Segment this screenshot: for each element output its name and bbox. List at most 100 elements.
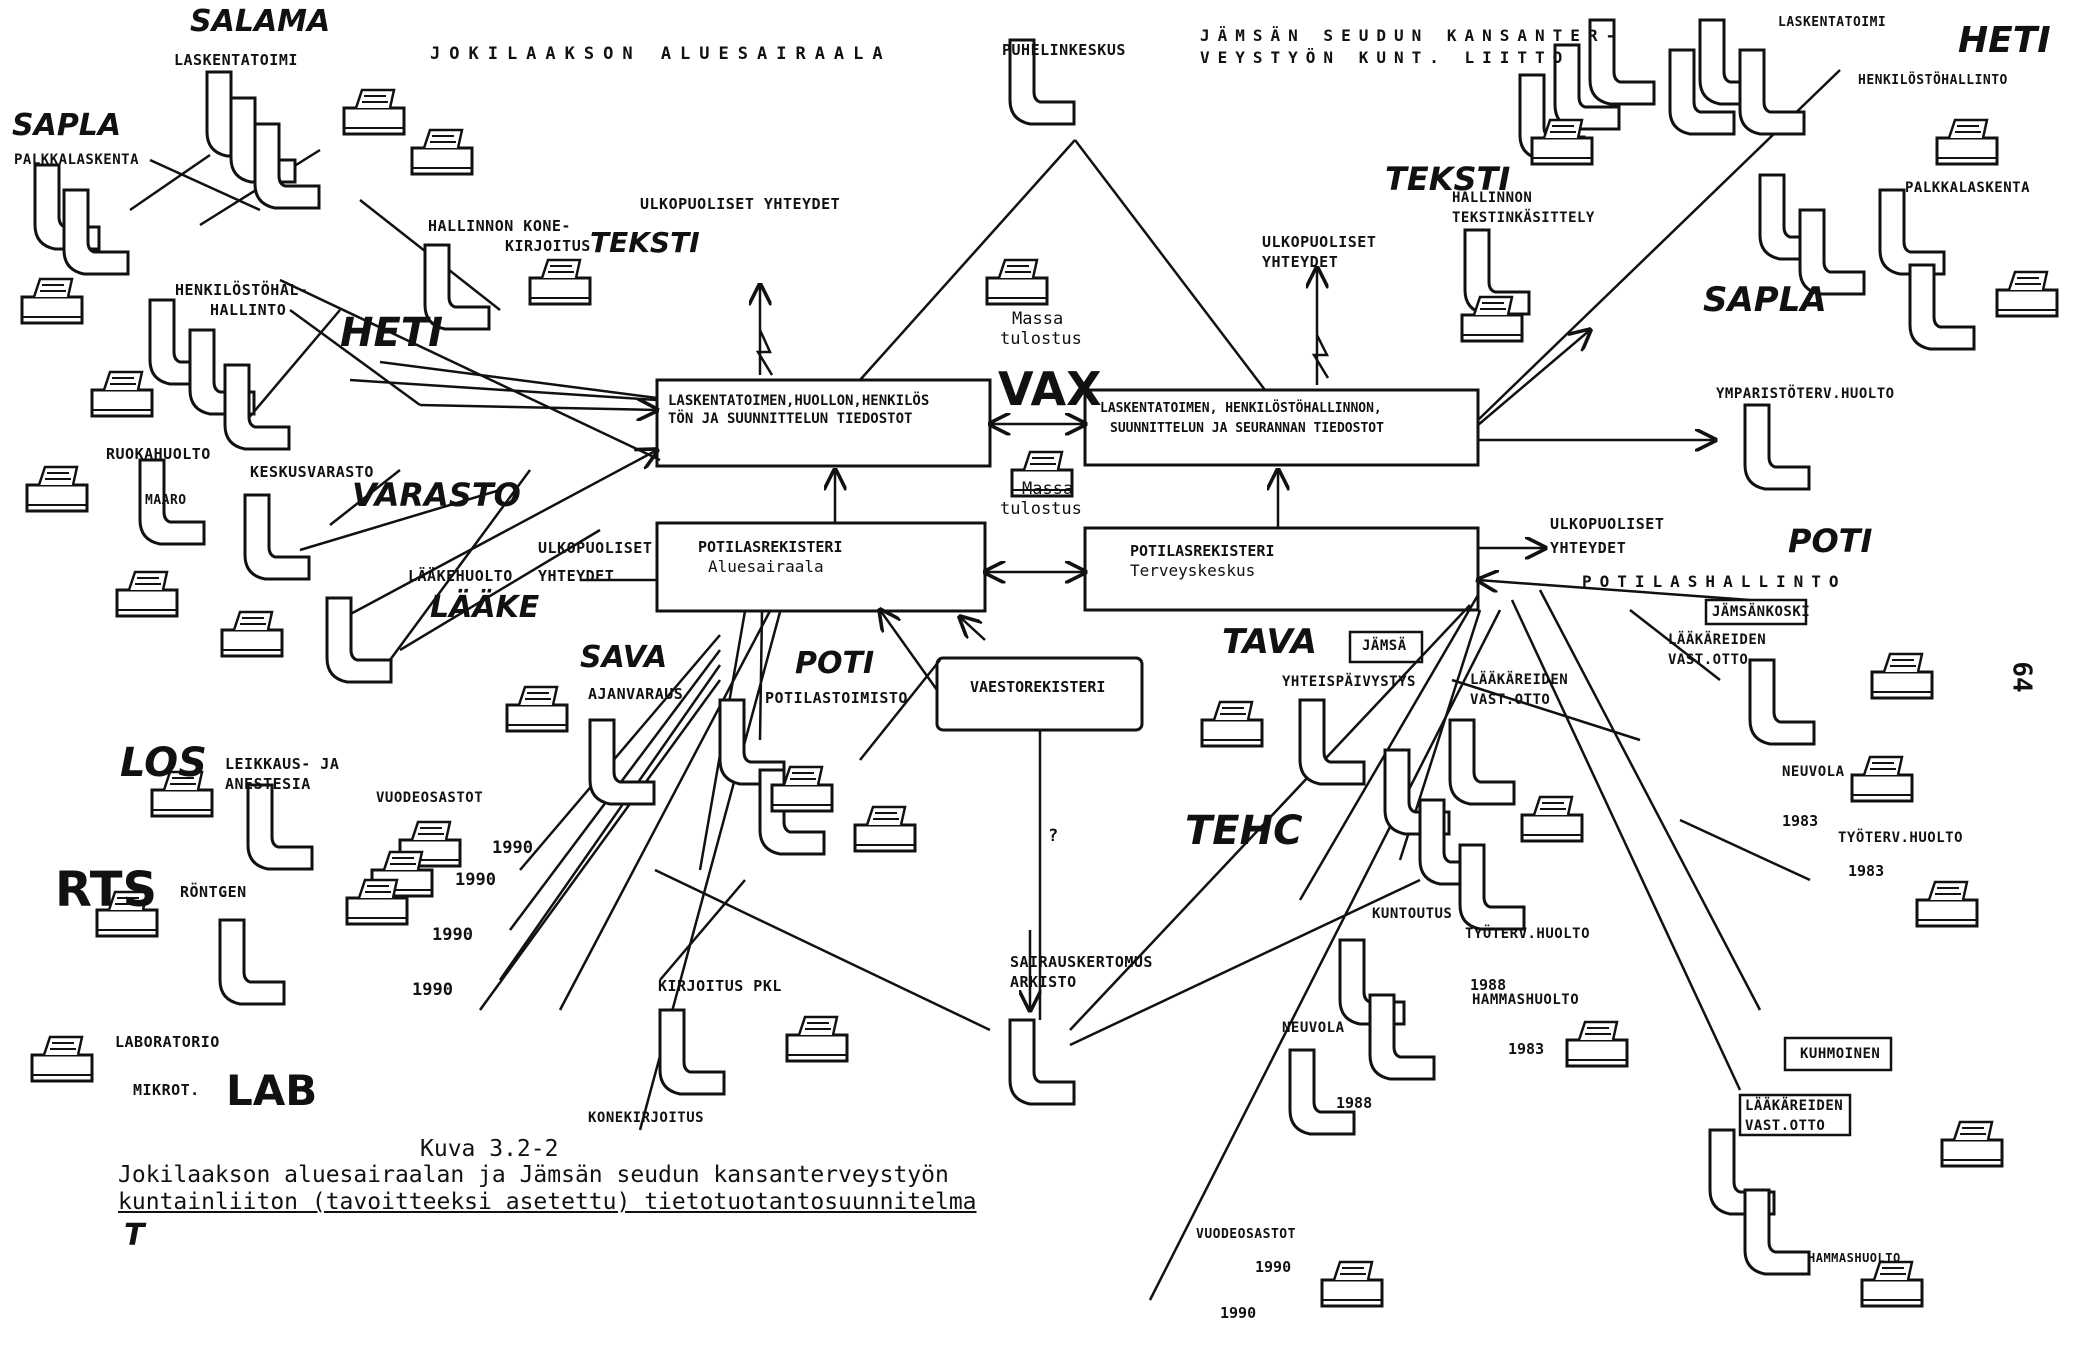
label-external-mid-2: YHTEYDET <box>1262 253 1339 271</box>
hand-lab: LAB <box>226 1066 318 1115</box>
right-title-line1: JÄMSÄN SEUDUN KANSANTER- <box>1200 26 1624 45</box>
label-tyoterv1: TYÖTERV.HUOLTO <box>1838 830 1964 846</box>
label-laakareiden3-1: LÄÄKÄREIDEN <box>1745 1098 1844 1114</box>
year-left-2: 1990 <box>455 870 496 890</box>
label-hammashuolto2: HAMMASHUOLTO <box>1808 1251 1901 1265</box>
label-ulkopuoliset-left-2: YHTEYDET <box>538 567 615 585</box>
label-laskentatoimi-left: LASKENTATOIMI <box>174 51 298 69</box>
hand-varasto: VARASTO <box>352 476 521 514</box>
hand-tava: TAVA <box>1222 622 1317 662</box>
year-right-6: 1990 <box>1255 1258 1292 1276</box>
caption-line3: kuntainliiton (tavoitteeksi asetettu) ti… <box>118 1189 977 1215</box>
box-right-patients-line2: Terveyskeskus <box>1130 561 1256 580</box>
label-ymparisto: YMPARISTÖTERV.HUOLTO <box>1716 386 1895 402</box>
year-right-3: 1988 <box>1470 976 1507 994</box>
box-left-files-line1: LASKENTATOIMEN,HUOLLON,HENKILÖS <box>668 393 930 409</box>
jamsankoski-frame <box>1704 598 1808 626</box>
label-leikkaus-1: LEIKKAUS- JA <box>225 755 340 773</box>
label-konekirjoitus: KONEKIRJOITUS <box>588 1110 705 1126</box>
caption-line2: Jokilaakson aluesairaalan ja Jämsän seud… <box>118 1162 949 1188</box>
year-right-2: 1983 <box>1848 862 1885 880</box>
box-right-files-line2: SUUNNITTELUN JA SEURANNAN TIEDOSTOT <box>1110 421 1384 436</box>
page-number: 64 <box>2006 661 2037 693</box>
caption-mark: T <box>124 1218 145 1253</box>
handwritten-salama: SALAMA <box>190 4 331 39</box>
label-mikrot: MIKROT. <box>133 1081 200 1099</box>
label-henkilosto-2: HALLINTO <box>210 301 287 319</box>
box-left-patients-line1: POTILASREKISTERI <box>698 538 843 556</box>
label-laakehuolto: LÄÄKEHUOLTO <box>408 567 513 585</box>
label-rontgen: RÖNTGEN <box>180 883 247 901</box>
label-potilastoimisto: POTILASTOIMISTO <box>765 689 908 707</box>
jamsa-frame <box>1348 630 1424 664</box>
year-left-1: 1990 <box>492 838 533 858</box>
label-hallinnon-1: HALLINNON KONE- <box>428 217 571 235</box>
label-hammashuolto: HAMMASHUOLTO <box>1472 992 1580 1008</box>
label-laakareiden1-1: LÄÄKÄREIDEN <box>1668 632 1767 648</box>
label-vuodeosastot-left: VUODEOSASTOT <box>376 790 484 806</box>
box-left-files-line2: TÖN JA SUUNNITTELUN TIEDOSTOT <box>668 411 913 427</box>
label-laakareiden2-1: LÄÄKÄREIDEN <box>1470 672 1569 688</box>
year-left-3: 1990 <box>432 925 473 945</box>
label-laakareiden2-2: VAST.OTTO <box>1470 692 1551 708</box>
right-title-line2: VEYSTYÖN KUNT. LIITTO <box>1200 48 1571 67</box>
label-external-left: ULKOPUOLISET YHTEYDET <box>640 195 841 213</box>
label-henkilosto-1: HENKILÖSTÖHAL- <box>175 281 309 299</box>
hand-laake: LÄÄKE <box>430 590 540 625</box>
label-hallinnon-2: KIRJOITUS <box>505 237 591 255</box>
box-left-patients-line2: Aluesairaala <box>708 557 824 576</box>
hand-sava: SAVA <box>580 640 668 675</box>
hand-poti-right: POTI <box>1788 522 1873 560</box>
label-jamsa: JÄMSÄ <box>1362 638 1407 654</box>
label-ruokahuolto: RUOKAHUOLTO <box>106 445 211 463</box>
question-mark: ? <box>1048 826 1059 846</box>
label-laakareiden3-2: VAST.OTTO <box>1745 1118 1826 1134</box>
hand-los: LOS <box>120 740 207 786</box>
label-henkilostohallinto-right: HENKILÖSTÖHALLINTO <box>1858 73 2008 88</box>
label-ulkopuoliset-right-2: YHTEYDET <box>1550 539 1627 557</box>
label-yhteispaivystys: YHTEISPÄIVYSTYS <box>1282 674 1416 690</box>
hand-poti-left: POTI <box>795 646 875 681</box>
kuhmoinen-frame <box>1783 1036 1893 1072</box>
label-sairauskertomus-1: SAIRAUSKERTOMUS <box>1010 953 1153 971</box>
label-ulkopuoliset-right-1: ULKOPUOLISET <box>1550 515 1665 533</box>
box-right-patients-line1: POTILASREKISTERI <box>1130 542 1275 560</box>
label-laskentatoimi-right: LASKENTATOIMI <box>1778 15 1887 30</box>
mass-print-top-2: tulostus <box>1000 329 1082 349</box>
laakareiden3-frame <box>1738 1093 1852 1137</box>
label-tyoterv2: TYÖTERV.HUOLTO <box>1465 926 1591 942</box>
year-right-5: 1988 <box>1336 1094 1373 1112</box>
hand-heti-right: HETI <box>1958 20 2051 61</box>
hand-sapla-right: SAPLA <box>1703 280 1827 320</box>
hand-sapla-left: SAPLA <box>12 108 122 143</box>
label-ulkopuoliset-left-1: ULKOPUOLISET <box>538 539 653 557</box>
year-right-4: 1983 <box>1508 1040 1545 1058</box>
label-jamsankoski: JÄMSÄNKOSKI <box>1712 604 1811 620</box>
hand-teksti-right: TEKSTI <box>1385 160 1511 198</box>
vax-label: VAX <box>998 362 1102 416</box>
label-vuodeosastot-right: VUODEOSASTOT <box>1196 1227 1296 1242</box>
label-kuhmoinen: KUHMOINEN <box>1800 1046 1881 1062</box>
left-title: JOKILAAKSON ALUESAIRAALA <box>430 44 892 64</box>
label-leikkaus-2: ANESTESIA <box>225 775 311 793</box>
label-phone-center: PUHELINKESKUS <box>1002 41 1126 59</box>
label-ajanvaraus: AJANVARAUS <box>588 685 684 703</box>
label-laboratorio: LABORATORIO <box>115 1033 220 1051</box>
label-kirjoitus-pkl: KIRJOITUS PKL <box>658 977 782 995</box>
label-maaro: MAARO <box>145 493 187 508</box>
hand-tehc: TEHC <box>1185 808 1303 854</box>
label-hallinnon-right-2: TEKSTINKÄSITTELY <box>1452 210 1595 226</box>
year-right-1: 1983 <box>1782 812 1819 830</box>
label-neuvola1: NEUVOLA <box>1782 764 1845 780</box>
label-potilashallinto: POTILASHALLINTO <box>1582 572 1847 591</box>
label-hallinnon-right-1: HALLINNON <box>1452 190 1533 206</box>
mass-print-mid-2: tulostus <box>1000 499 1082 519</box>
label-laakareiden1-2: VAST.OTTO <box>1668 652 1749 668</box>
label-external-mid-1: ULKOPUOLISET <box>1262 233 1377 251</box>
label-neuvola2: NEUVOLA <box>1282 1020 1345 1036</box>
label-palkkalaskenta-right: PALKKALASKENTA <box>1905 180 2031 196</box>
box-right-files-line1: LASKENTATOIMEN, HENKILÖSTÖHALLINNON, <box>1100 401 1382 416</box>
hand-rts: RTS <box>55 862 158 918</box>
mass-print-top-1: Massa <box>1012 309 1064 329</box>
